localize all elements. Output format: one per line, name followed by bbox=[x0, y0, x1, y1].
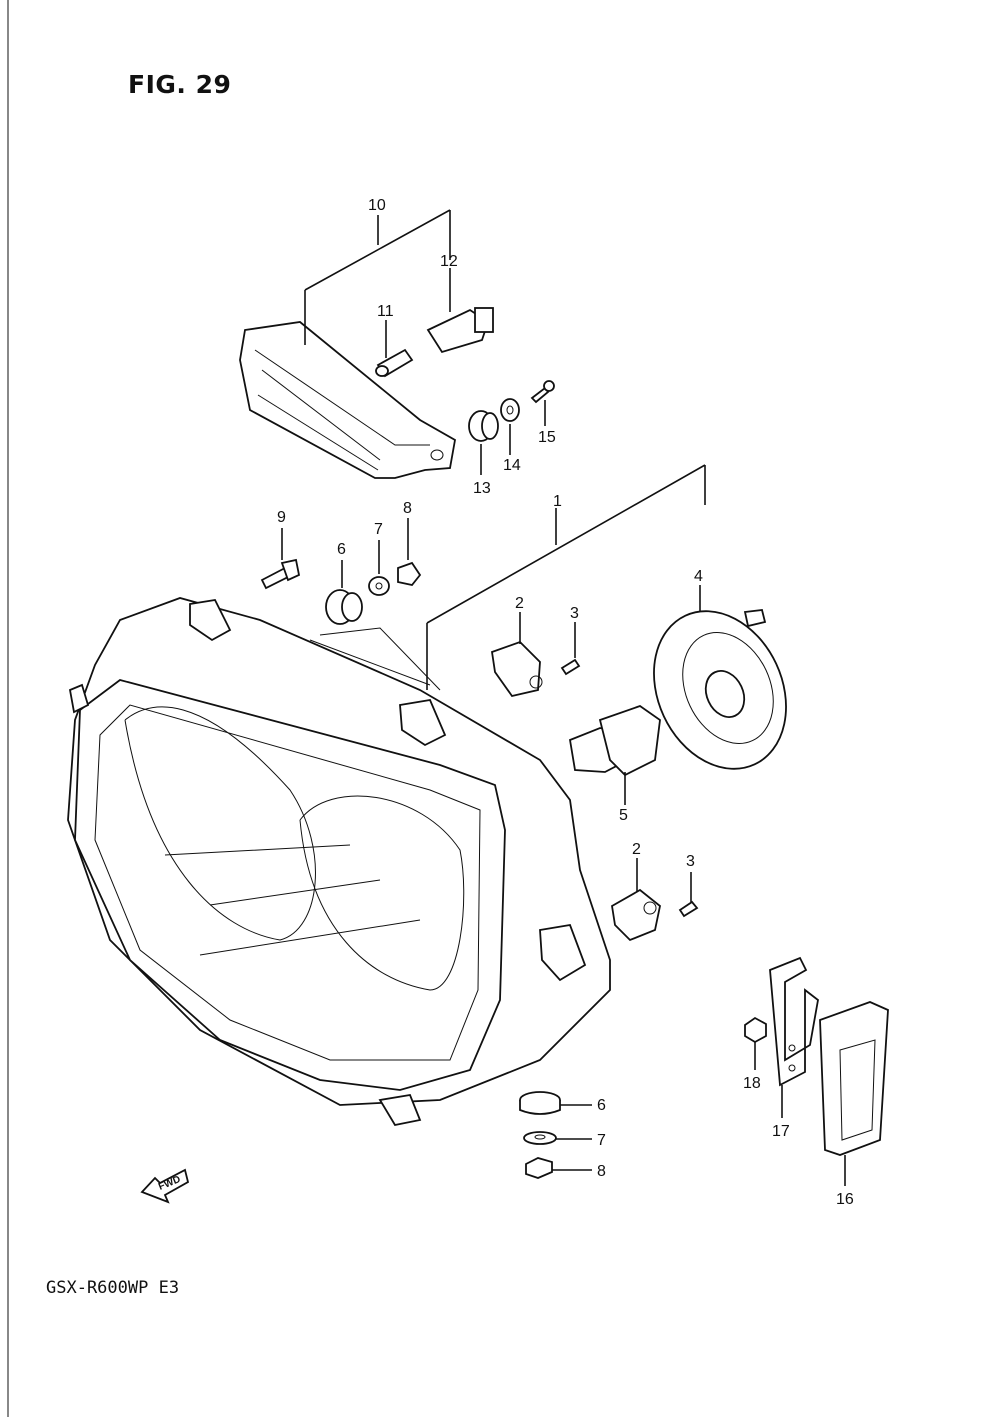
callout-17: 17 bbox=[772, 1123, 790, 1140]
nut-8-upper bbox=[397, 561, 422, 586]
callout-7-upper: 7 bbox=[374, 521, 383, 538]
washer-14 bbox=[500, 398, 520, 422]
callout-9: 9 bbox=[277, 509, 286, 526]
callout-3-lower: 3 bbox=[686, 853, 695, 870]
washer-7-lower bbox=[523, 1131, 557, 1145]
nut-18 bbox=[744, 1016, 767, 1044]
headlight-unit bbox=[67, 597, 611, 1127]
grommet-6-lower bbox=[519, 1091, 561, 1115]
nut-8-lower bbox=[525, 1157, 553, 1179]
callout-3-upper: 3 bbox=[570, 605, 579, 622]
figure-title: FIG. 29 bbox=[128, 70, 232, 99]
clip-2-lower bbox=[611, 888, 661, 942]
screw-15 bbox=[530, 380, 555, 404]
screw-3-upper bbox=[560, 658, 581, 676]
screw-3-lower bbox=[678, 900, 699, 918]
dust-cover-4 bbox=[653, 609, 787, 770]
headlight-bulb-5 bbox=[568, 704, 661, 777]
callout-6-lower: 6 bbox=[597, 1097, 606, 1114]
callout-16: 16 bbox=[836, 1191, 854, 1208]
fwd-arrow-icon: FWD bbox=[140, 1168, 190, 1204]
callout-10: 10 bbox=[368, 197, 386, 214]
callout-2-upper: 2 bbox=[515, 595, 524, 612]
callout-6-upper: 6 bbox=[337, 541, 346, 558]
grommet-6-upper bbox=[325, 589, 363, 625]
callout-8-upper: 8 bbox=[403, 500, 412, 517]
callout-5: 5 bbox=[619, 807, 628, 824]
washer-7-upper bbox=[368, 576, 390, 596]
callout-2-lower: 2 bbox=[632, 841, 641, 858]
callout-11: 11 bbox=[377, 303, 394, 320]
grommet-13 bbox=[468, 410, 499, 442]
bulb-11 bbox=[375, 348, 414, 378]
socket-12 bbox=[426, 307, 494, 354]
side-reflector-16 bbox=[819, 1001, 889, 1156]
clip-2-upper bbox=[491, 640, 543, 698]
callout-8-lower: 8 bbox=[597, 1163, 606, 1180]
callout-7-lower: 7 bbox=[597, 1132, 606, 1149]
callout-14: 14 bbox=[503, 457, 521, 474]
position-lamp-assembly bbox=[239, 321, 456, 479]
callout-15: 15 bbox=[538, 429, 556, 446]
callout-18: 18 bbox=[743, 1075, 761, 1092]
callout-12: 12 bbox=[440, 253, 458, 270]
callout-4: 4 bbox=[694, 568, 703, 585]
model-code: GSX-R600WP E3 bbox=[46, 1278, 180, 1298]
bracket-17 bbox=[769, 956, 819, 1087]
bolt-9 bbox=[260, 558, 301, 590]
callout-1: 1 bbox=[553, 493, 562, 510]
callout-13: 13 bbox=[473, 480, 491, 497]
